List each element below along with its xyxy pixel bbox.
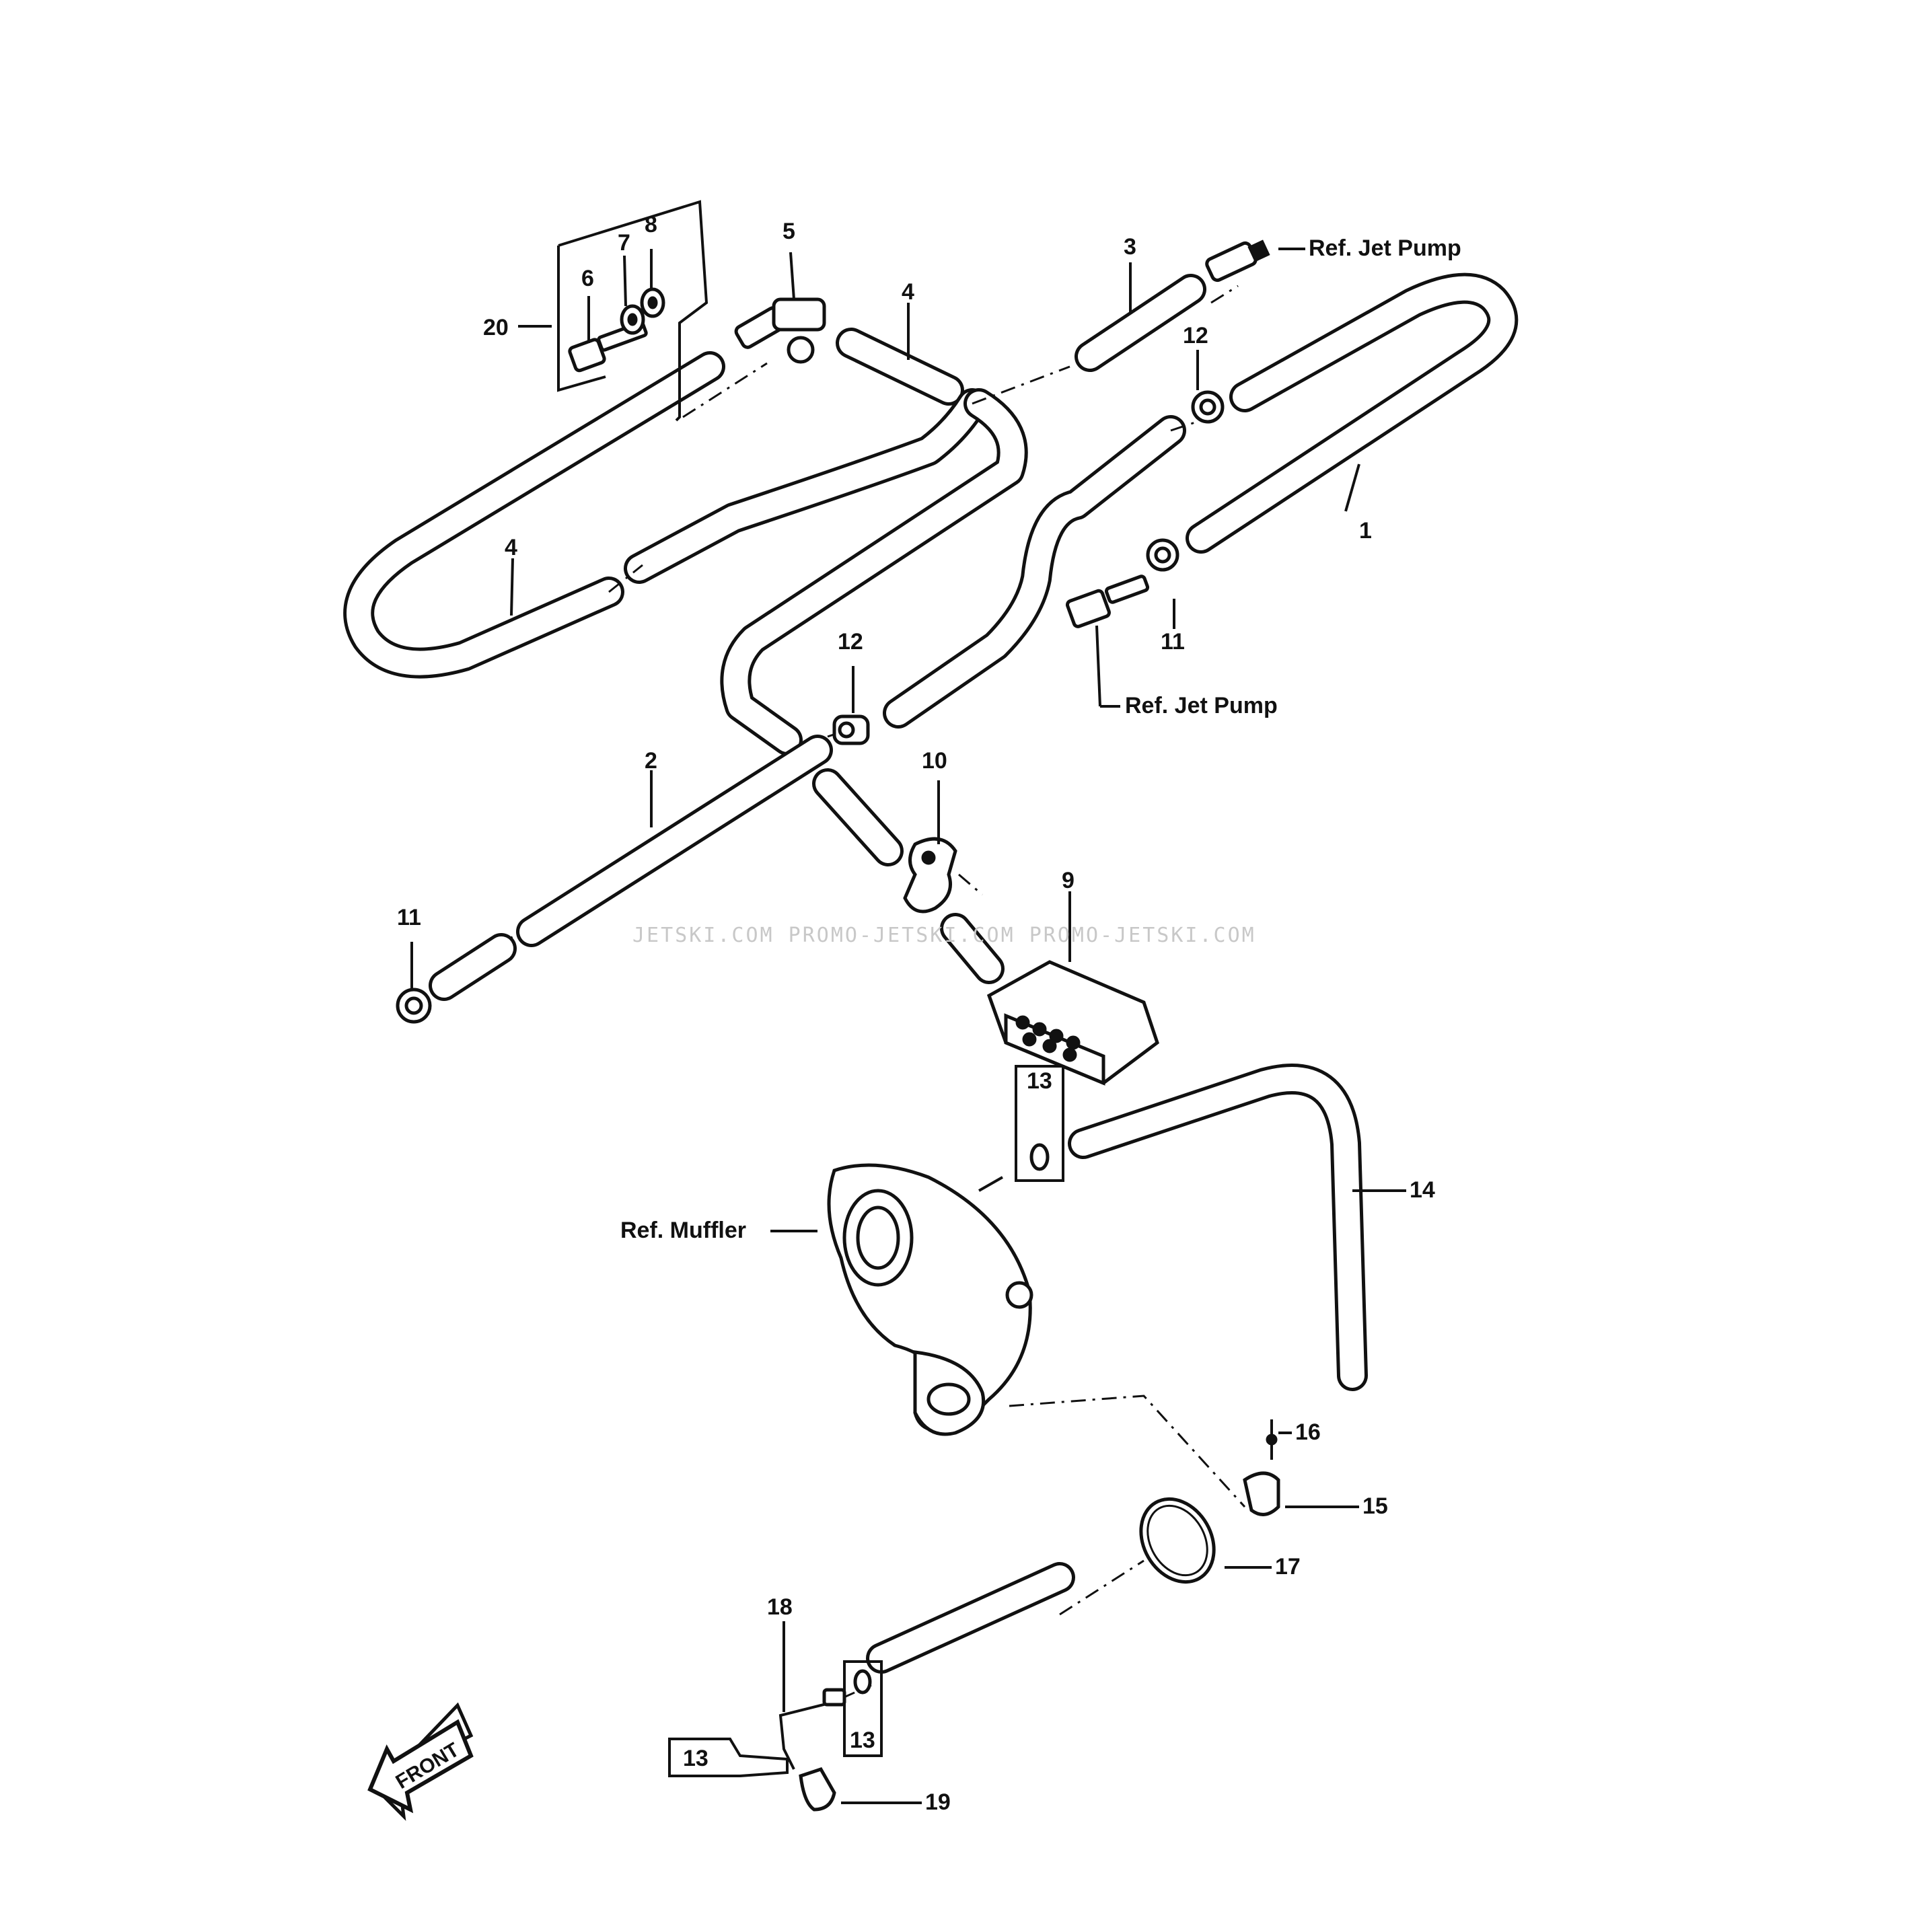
callout-16: 16 <box>1295 1419 1321 1445</box>
callout-19: 19 <box>925 1789 951 1815</box>
callout-11a: 11 <box>397 905 421 930</box>
hose-s-curve <box>883 415 1186 729</box>
jet-pump-fitting-mid <box>1065 574 1150 628</box>
box-13-mid <box>843 1660 883 1757</box>
hose-2 <box>516 735 833 947</box>
callout-11b: 11 <box>1161 629 1185 655</box>
callout-12a: 12 <box>838 629 863 655</box>
pipe-18 <box>778 1688 846 1770</box>
callout-12b: 12 <box>1183 323 1208 348</box>
ref-muffler: Ref. Muffler <box>620 1218 746 1243</box>
hose-1 <box>1186 272 1519 554</box>
clamp-12-center <box>832 714 870 745</box>
front-badge: FRONT <box>367 1702 474 1821</box>
band-17 <box>1139 1497 1216 1584</box>
callout-13b: 13 <box>850 1727 875 1753</box>
clamp-15 <box>1243 1471 1280 1516</box>
hose-short-left <box>429 933 517 1001</box>
callout-5: 5 <box>782 219 795 244</box>
callout-2: 2 <box>645 748 657 774</box>
hose-lower <box>866 1562 1075 1674</box>
hose-4-short <box>836 328 964 406</box>
clamp-11-left <box>396 988 432 1024</box>
dash-line-4 <box>1210 285 1239 304</box>
callout-15: 15 <box>1362 1493 1388 1519</box>
callout-6: 6 <box>581 266 594 291</box>
box-13-top <box>1015 1065 1064 1182</box>
clamp-11-right <box>1146 538 1179 572</box>
filter-box-9 <box>940 913 1159 1086</box>
jet-pump-fitting-top <box>1205 239 1270 283</box>
callout-13a: 13 <box>1027 1068 1052 1094</box>
callout-9: 9 <box>1062 868 1075 893</box>
leader-lines <box>410 248 1406 1804</box>
hose-short-center <box>812 768 904 866</box>
callout-14: 14 <box>1410 1177 1435 1203</box>
dash-line-8 <box>1009 1395 1246 1508</box>
group-frame-20 <box>518 200 708 422</box>
clamp-12-top <box>1191 390 1225 424</box>
callout-4a: 4 <box>902 279 914 305</box>
callout-10: 10 <box>922 748 947 774</box>
callout-13c: 13 <box>683 1746 708 1771</box>
callout-18: 18 <box>767 1594 793 1620</box>
callout-1: 1 <box>1359 518 1372 544</box>
hose-4-loop <box>343 351 725 679</box>
washer-8 <box>640 287 665 318</box>
hose-bent-center <box>624 388 1028 755</box>
dash-line-11 <box>958 873 983 896</box>
ref-jet-pump-top: Ref. Jet Pump <box>1309 235 1461 261</box>
watermark: JETSKI.COM PROMO-JETSKI.COM PROMO-JETSKI… <box>632 924 1256 947</box>
washer-7 <box>620 304 645 335</box>
hose-3 <box>1075 274 1206 372</box>
callout-4b: 4 <box>505 535 517 560</box>
callout-8: 8 <box>645 212 657 237</box>
callout-3: 3 <box>1124 234 1136 260</box>
muffler <box>827 1163 1033 1436</box>
callout-20: 20 <box>483 315 509 340</box>
hose-14 <box>1068 1064 1368 1391</box>
bracket-10 <box>903 837 957 914</box>
bolt-16 <box>1266 1419 1278 1460</box>
cap-19 <box>799 1767 836 1812</box>
fitting-5 <box>734 297 826 364</box>
box-13-low <box>668 1738 789 1777</box>
callout-17: 17 <box>1275 1554 1301 1580</box>
callout-7: 7 <box>618 230 630 256</box>
ref-jet-pump-mid: Ref. Jet Pump <box>1125 693 1278 718</box>
dash-line-5 <box>608 564 643 593</box>
